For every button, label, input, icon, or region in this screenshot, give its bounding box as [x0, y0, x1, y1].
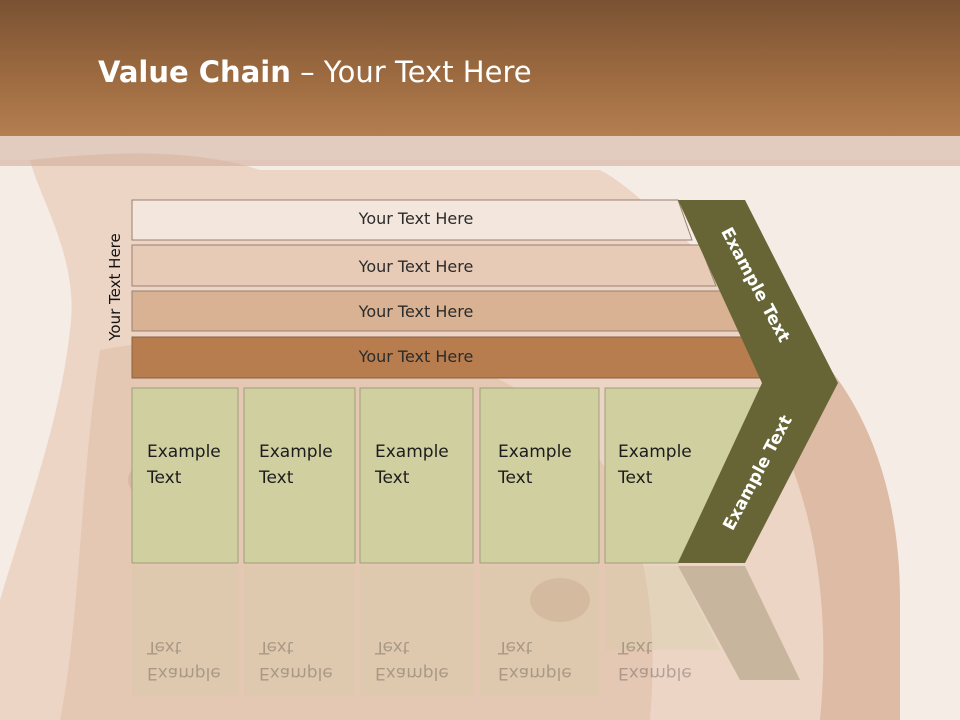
support-bar-2: [131, 244, 717, 287]
primary-box-4: [479, 387, 600, 564]
margin-chevron: [678, 200, 838, 563]
reflection: Example Text Example Text Example Text E…: [0, 566, 960, 720]
reflection-shapes: [132, 566, 800, 696]
support-bar-1-label: Your Text Here: [358, 209, 474, 228]
support-bar-4-label: Your Text Here: [358, 347, 474, 366]
primary-box-3: [359, 387, 474, 564]
primary-box-5-label: Example Text: [618, 442, 692, 488]
primary-box-4-label: Example Text: [498, 442, 572, 488]
support-bar-3-label: Your Text Here: [358, 302, 474, 321]
slide-title: Value Chain – Your Text Here: [98, 55, 532, 89]
reflection-label-2: Example Text: [259, 637, 333, 683]
reflection-label-5: Example Text: [618, 637, 692, 683]
header-band: [0, 0, 960, 136]
primary-box-3-label: Example Text: [375, 442, 449, 488]
primary-box-1-label: Example Text: [147, 442, 221, 488]
primary-box-1: [131, 387, 239, 564]
header-strip: [0, 136, 960, 166]
primary-box-2: [243, 387, 356, 564]
reflection-label-4: Example Text: [498, 637, 572, 683]
support-bar-1: [131, 199, 693, 241]
slide-title-rest: – Your Text Here: [290, 55, 532, 89]
slide-title-bold: Value Chain: [98, 55, 291, 89]
primary-box-2-label: Example Text: [259, 442, 333, 488]
reflection-label-1: Example Text: [147, 637, 221, 683]
support-bar-2-label: Your Text Here: [358, 257, 474, 276]
reflection-label-3: Example Text: [375, 637, 449, 683]
